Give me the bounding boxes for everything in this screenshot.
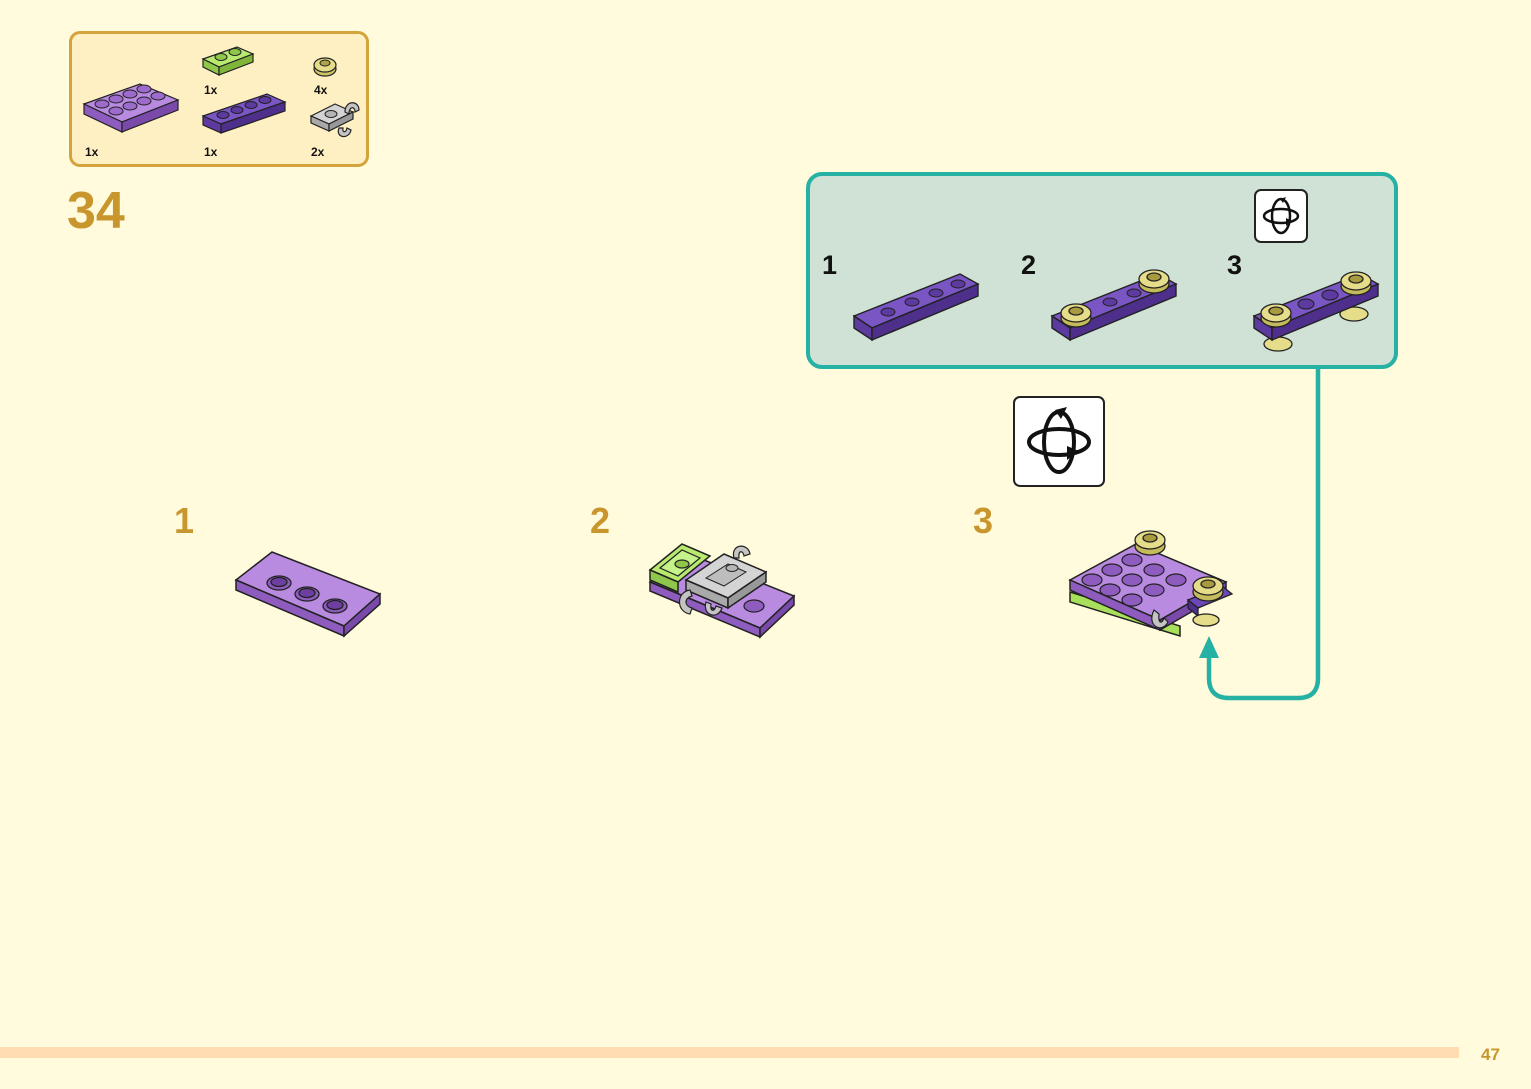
inset-substep-number: 1 — [822, 250, 838, 280]
lime-plate-1x2-icon — [201, 46, 255, 76]
inset-substep-number: 2 — [1021, 250, 1037, 280]
model-step-2 — [648, 543, 796, 639]
inset-model-step-2 — [1050, 269, 1178, 342]
dark-purple-plate-1x4-icon — [201, 93, 287, 134]
substep-number: 1 — [174, 500, 195, 541]
inset-model-step-1 — [852, 273, 980, 342]
model-step-1 — [234, 551, 382, 638]
part-qty: 4x — [314, 83, 328, 97]
rotate-model-icon — [1254, 189, 1308, 243]
inset-substep-number: 3 — [1227, 250, 1243, 280]
model-step-3 — [1068, 530, 1234, 638]
inset-model-step-3 — [1252, 271, 1380, 352]
part-qty: 1x — [204, 145, 218, 159]
page-number: 47 — [1481, 1045, 1500, 1064]
part-qty: 1x — [204, 83, 218, 97]
substep-number: 3 — [973, 500, 994, 541]
gray-clip-plate-icon — [309, 102, 360, 138]
rotate-model-icon — [1013, 396, 1105, 487]
substep-number: 2 — [590, 500, 611, 541]
callout-arrow — [1199, 368, 1321, 701]
footer-bar — [0, 1047, 1459, 1058]
lavender-plate-2x4-icon — [82, 83, 180, 133]
part-qty: 2x — [311, 145, 325, 159]
gold-round-plate-icon — [313, 57, 337, 77]
step-number: 34 — [67, 182, 125, 240]
part-qty: 1x — [85, 145, 99, 159]
